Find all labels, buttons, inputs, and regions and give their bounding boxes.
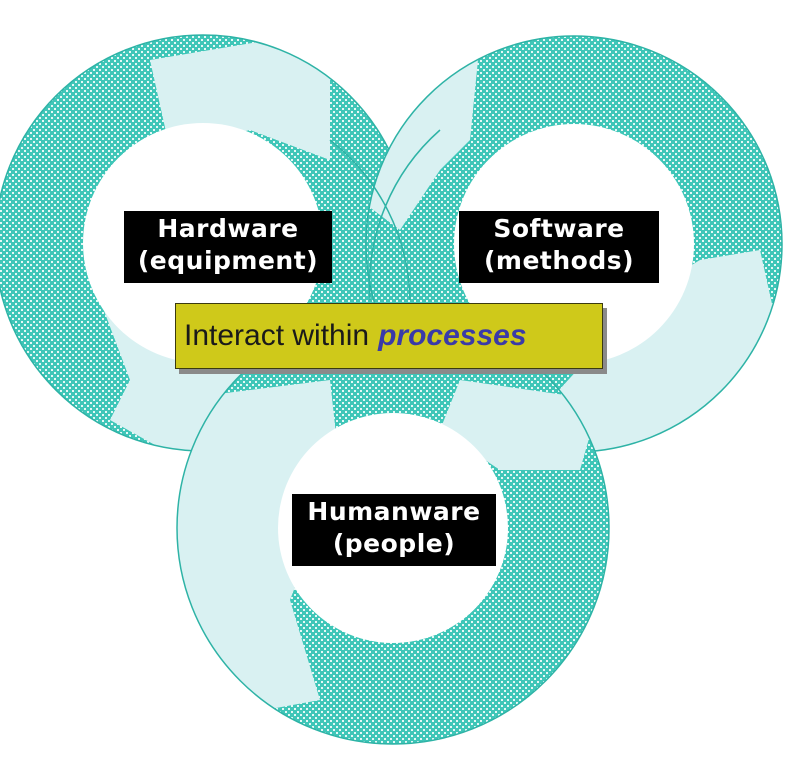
humanware-label: Humanware (people) [292,494,496,566]
process-banner: Interact within processes [175,303,603,369]
humanware-label-line2: (people) [332,529,456,558]
process-emphasis: processes [378,319,527,352]
hardware-label-line1: Hardware [157,214,299,243]
software-label-line2: (methods) [483,246,635,275]
humanware-ring-arrow-top [440,380,600,470]
humanware-label-line1: Humanware [307,497,481,526]
process-prefix: Interact within [184,319,370,352]
hardware-label: Hardware (equipment) [124,211,332,283]
software-label: Software (methods) [459,211,659,283]
software-label-line1: Software [493,214,625,243]
hardware-label-line2: (equipment) [137,246,319,275]
